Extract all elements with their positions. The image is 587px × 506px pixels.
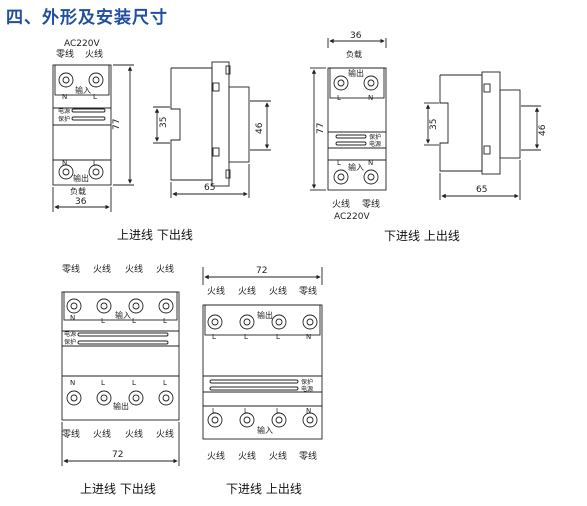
svg-text:L: L xyxy=(132,317,136,325)
svg-text:N: N xyxy=(306,333,311,341)
live-label: 火线 xyxy=(85,48,103,60)
indicator-led xyxy=(71,108,106,113)
svg-text:火线: 火线 xyxy=(156,263,174,275)
svg-text:火线: 火线 xyxy=(269,450,287,462)
svg-text:36: 36 xyxy=(350,31,362,41)
svg-text:零线: 零线 xyxy=(299,450,317,462)
svg-text:L: L xyxy=(276,333,280,341)
l-mark: L xyxy=(93,93,97,101)
dim-height: 77 xyxy=(112,119,122,130)
svg-text:火线: 火线 xyxy=(207,285,225,297)
terminal-screw xyxy=(58,72,74,88)
terminal-screw xyxy=(88,164,104,180)
svg-text:35: 35 xyxy=(429,119,439,130)
svg-text:电源: 电源 xyxy=(64,330,76,338)
dim-depth: 65 xyxy=(204,183,215,193)
side-view-2: 35 46 65 xyxy=(424,71,548,200)
output-label: 输出 xyxy=(73,173,89,183)
svg-text:L: L xyxy=(244,407,248,415)
svg-text:L: L xyxy=(101,379,105,387)
top-terminal-block xyxy=(54,64,110,96)
svg-text:输出: 输出 xyxy=(257,310,273,320)
svg-text:火线: 火线 xyxy=(125,263,143,275)
protect-label: 保护 xyxy=(58,115,70,123)
svg-text:L: L xyxy=(244,333,248,341)
svg-text:火线: 火线 xyxy=(269,285,287,297)
svg-text:72: 72 xyxy=(112,450,123,460)
page-title: 四、外形及安装尺寸 xyxy=(6,8,168,28)
svg-text:火线: 火线 xyxy=(238,285,256,297)
svg-text:L: L xyxy=(163,379,167,387)
svg-text:L: L xyxy=(101,317,105,325)
dim-46: 46 xyxy=(255,122,265,134)
svg-text:输入: 输入 xyxy=(348,162,364,172)
svg-text:L: L xyxy=(163,317,167,325)
svg-text:负载: 负载 xyxy=(346,49,362,59)
svg-text:火线: 火线 xyxy=(125,428,143,440)
svg-text:L: L xyxy=(212,407,216,415)
svg-text:N: N xyxy=(306,407,311,415)
svg-text:N: N xyxy=(62,159,67,167)
svg-text:L: L xyxy=(276,407,280,415)
terminal-screw xyxy=(88,72,104,88)
svg-text:输入: 输入 xyxy=(257,425,273,435)
dim-width: 36 xyxy=(75,197,87,207)
svg-text:电源: 电源 xyxy=(369,140,381,148)
svg-text:77: 77 xyxy=(316,123,326,134)
svg-text:零线: 零线 xyxy=(362,198,380,210)
svg-text:保护: 保护 xyxy=(369,133,381,141)
svg-text:L: L xyxy=(337,94,341,102)
svg-text:L: L xyxy=(212,333,216,341)
n-mark: N xyxy=(62,93,67,101)
svg-text:火线: 火线 xyxy=(156,428,174,440)
svg-text:65: 65 xyxy=(476,185,487,195)
svg-text:N: N xyxy=(368,159,373,167)
svg-text:N: N xyxy=(368,94,373,102)
svg-text:火线: 火线 xyxy=(332,198,350,210)
svg-text:N: N xyxy=(70,379,75,387)
svg-text:电源: 电源 xyxy=(301,385,313,393)
load-label: 负载 xyxy=(70,186,86,196)
svg-text:输出: 输出 xyxy=(113,401,129,411)
svg-text:N: N xyxy=(70,314,75,322)
svg-text:零线: 零线 xyxy=(299,285,317,297)
caption-bottom-left: 上进线 下出线 xyxy=(80,482,156,496)
side-view-1: 35 46 65 xyxy=(153,61,271,198)
svg-text:保护: 保护 xyxy=(301,378,313,386)
neutral-label: 零线 xyxy=(56,48,74,60)
caption-top-right: 下进线 上出线 xyxy=(384,229,460,243)
svg-text:火线: 火线 xyxy=(238,450,256,462)
ac-label: AC220V xyxy=(64,39,100,49)
svg-text:零线: 零线 xyxy=(62,263,80,275)
indicator-led xyxy=(71,116,106,121)
front-view-4p-top-in: 零线 火线 火线 火线 N L L L 输入 电源 保护 N L L L 输出 … xyxy=(61,263,180,466)
terminal-screw xyxy=(58,164,74,180)
front-view-4p-bottom-in: 72 火线 火线 火线 零线 输出 L L L N 保护 电源 L L L N … xyxy=(202,266,323,462)
svg-text:72: 72 xyxy=(256,266,267,276)
svg-text:保护: 保护 xyxy=(64,338,76,346)
svg-text:火线: 火线 xyxy=(207,450,225,462)
svg-text:零线: 零线 xyxy=(62,428,80,440)
power-label: 电源 xyxy=(58,107,70,115)
front-view-1p-top-in: AC220V 零线 火线 N L 输入 电源 保护 N L 输出 负载 36 xyxy=(52,39,134,212)
svg-text:46: 46 xyxy=(538,124,548,136)
svg-text:火线: 火线 xyxy=(93,263,111,275)
svg-text:火线: 火线 xyxy=(93,428,111,440)
svg-text:输入: 输入 xyxy=(115,310,131,320)
svg-text:输出: 输出 xyxy=(348,68,364,78)
caption-top-left: 上进线 下出线 xyxy=(117,228,193,242)
input-label: 输入 xyxy=(75,85,91,95)
dim-rail: 35 xyxy=(159,117,169,128)
caption-bottom-right: 下进线 上出线 xyxy=(226,482,302,496)
front-view-1p-bottom-in: 36 负载 输出 L N 保护 电源 L N 输入 77 火线 零线 AC220… xyxy=(310,31,387,222)
svg-text:AC220V: AC220V xyxy=(334,212,370,222)
svg-text:L: L xyxy=(132,379,136,387)
svg-text:L: L xyxy=(337,159,341,167)
svg-text:L: L xyxy=(93,159,97,167)
